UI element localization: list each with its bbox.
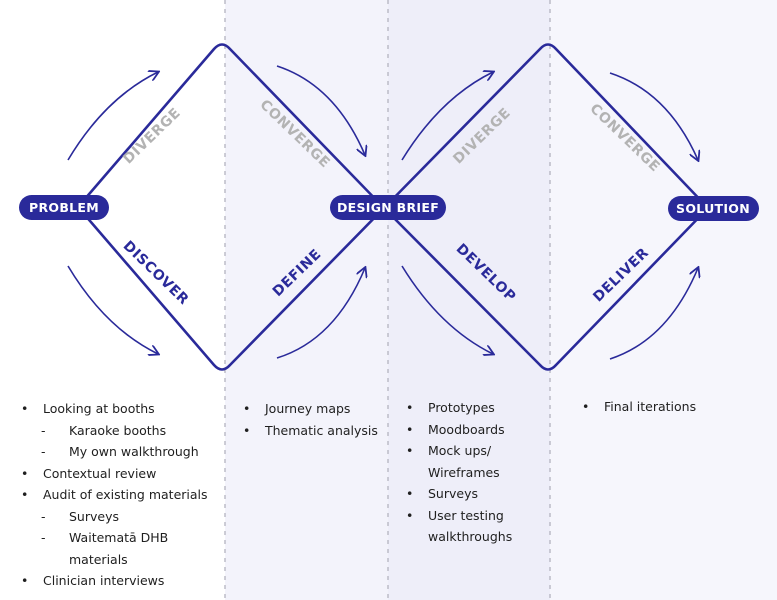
arrow-icon [67, 72, 158, 161]
develop-label: DEVELOP [453, 241, 519, 306]
list-item-text: Moodboards [428, 421, 505, 437]
bullet-icon: • [21, 573, 29, 588]
list-item-text: Surveys [428, 486, 478, 501]
problem-node: PROBLEM [19, 195, 109, 220]
define-activity-list: • Journey maps • Thematic analysis [243, 398, 383, 441]
list-item-text: Prototypes [428, 400, 495, 415]
arrow-icon [401, 72, 493, 161]
list-item: • Contextual review [21, 463, 221, 485]
list-item: • Clinician interviews [21, 570, 221, 592]
list-item: walkthroughs [406, 526, 546, 548]
arrow-icon [276, 268, 365, 359]
list-item: • Thematic analysis [243, 420, 383, 442]
dash-bullet-icon: - [41, 444, 46, 459]
bullet-icon: • [406, 486, 414, 501]
list-item-text: Thematic analysis [265, 422, 378, 438]
arrow-icon [609, 268, 698, 360]
list-item: • Audit of existing materials [21, 484, 221, 506]
design-brief-pill [330, 195, 446, 220]
list-item-text: Karaoke booths [69, 422, 167, 438]
discover-activity-list: • Looking at booths - Karaoke booths - My own… [21, 398, 221, 592]
list-item: • Journey maps [243, 398, 383, 420]
develop-activity-list: • Prototypes • Moodboards • Mock ups/Wirefram… [406, 397, 546, 548]
arrow-icon [609, 72, 698, 160]
list-item: • Surveys [406, 483, 546, 505]
bullet-icon: • [406, 421, 414, 437]
arrow-icon [67, 265, 158, 354]
list-item-text: Audit of existing materials [43, 487, 208, 502]
list-item-text: Waitematā DHB materials [69, 530, 169, 567]
problem-pill [19, 195, 109, 220]
list-item-text: walkthroughs [428, 529, 513, 544]
list-item: - Karaoke booths [21, 420, 221, 442]
list-item-text: Mock ups/ [428, 443, 492, 458]
converge-label-1: CONVERGE [257, 97, 334, 172]
list-item: • Prototypes [406, 397, 546, 419]
dash-bullet-icon: - [41, 530, 46, 545]
arrow-icon [401, 265, 493, 354]
deliver-activity-list: • Final iterations [582, 396, 762, 418]
solution-pill [668, 196, 759, 221]
list-item-text: User testing [428, 507, 504, 523]
list-item-text: Surveys [69, 508, 119, 524]
list-item-text: Wireframes [428, 464, 500, 480]
list-item: • Looking at booths [21, 398, 221, 420]
flow-arrows [67, 65, 698, 360]
list-item-text: Final iterations [604, 399, 697, 414]
list-item-text: My own walkthrough [69, 444, 199, 459]
bullet-icon: • [243, 422, 251, 438]
list-item: Wireframes [406, 462, 546, 484]
list-item-text: Clinician interviews [43, 573, 165, 588]
list-item: - Waitematā DHB materials [21, 527, 221, 570]
develop-column-shade [388, 0, 550, 600]
list-item-text: Journey maps [265, 401, 351, 416]
list-item-text: Looking at booths [43, 401, 155, 416]
diverge-label-2: DIVERGE [450, 105, 514, 167]
diverge-label-1: DIVERGE [120, 105, 184, 167]
list-item: • Final iterations [582, 396, 762, 418]
list-item: • User testing [406, 505, 546, 527]
list-item: • Mock ups/ [406, 440, 546, 462]
converge-label-2: CONVERGE [587, 101, 664, 176]
list-item: - Surveys [21, 506, 221, 528]
design-brief-node: DESIGN BRIEF [330, 195, 446, 220]
list-item: - My own walkthrough [21, 441, 221, 463]
bullet-icon: • [243, 401, 251, 416]
bullet-icon: • [406, 400, 414, 415]
bullet-icon: • [21, 487, 29, 502]
dash-bullet-icon: - [41, 508, 46, 524]
bullet-icon: • [406, 507, 414, 523]
column-separators [224, 0, 551, 600]
design-brief-label: DESIGN BRIEF [337, 200, 439, 215]
bullet-icon: • [582, 399, 590, 414]
solution-node: SOLUTION [668, 196, 759, 221]
dash-bullet-icon: - [41, 422, 46, 438]
bullet-icon: • [21, 401, 29, 416]
problem-label: PROBLEM [29, 200, 99, 215]
bullet-icon: • [406, 443, 414, 458]
define-column-shade [225, 0, 388, 600]
solution-label: SOLUTION [676, 201, 750, 216]
deliver-column-shade [550, 0, 777, 600]
define-label: DEFINE [270, 246, 325, 300]
bullet-icon: • [21, 465, 29, 481]
arrow-icon [276, 65, 365, 155]
list-item-text: Contextual review [43, 465, 157, 481]
list-item: • Moodboards [406, 419, 546, 441]
